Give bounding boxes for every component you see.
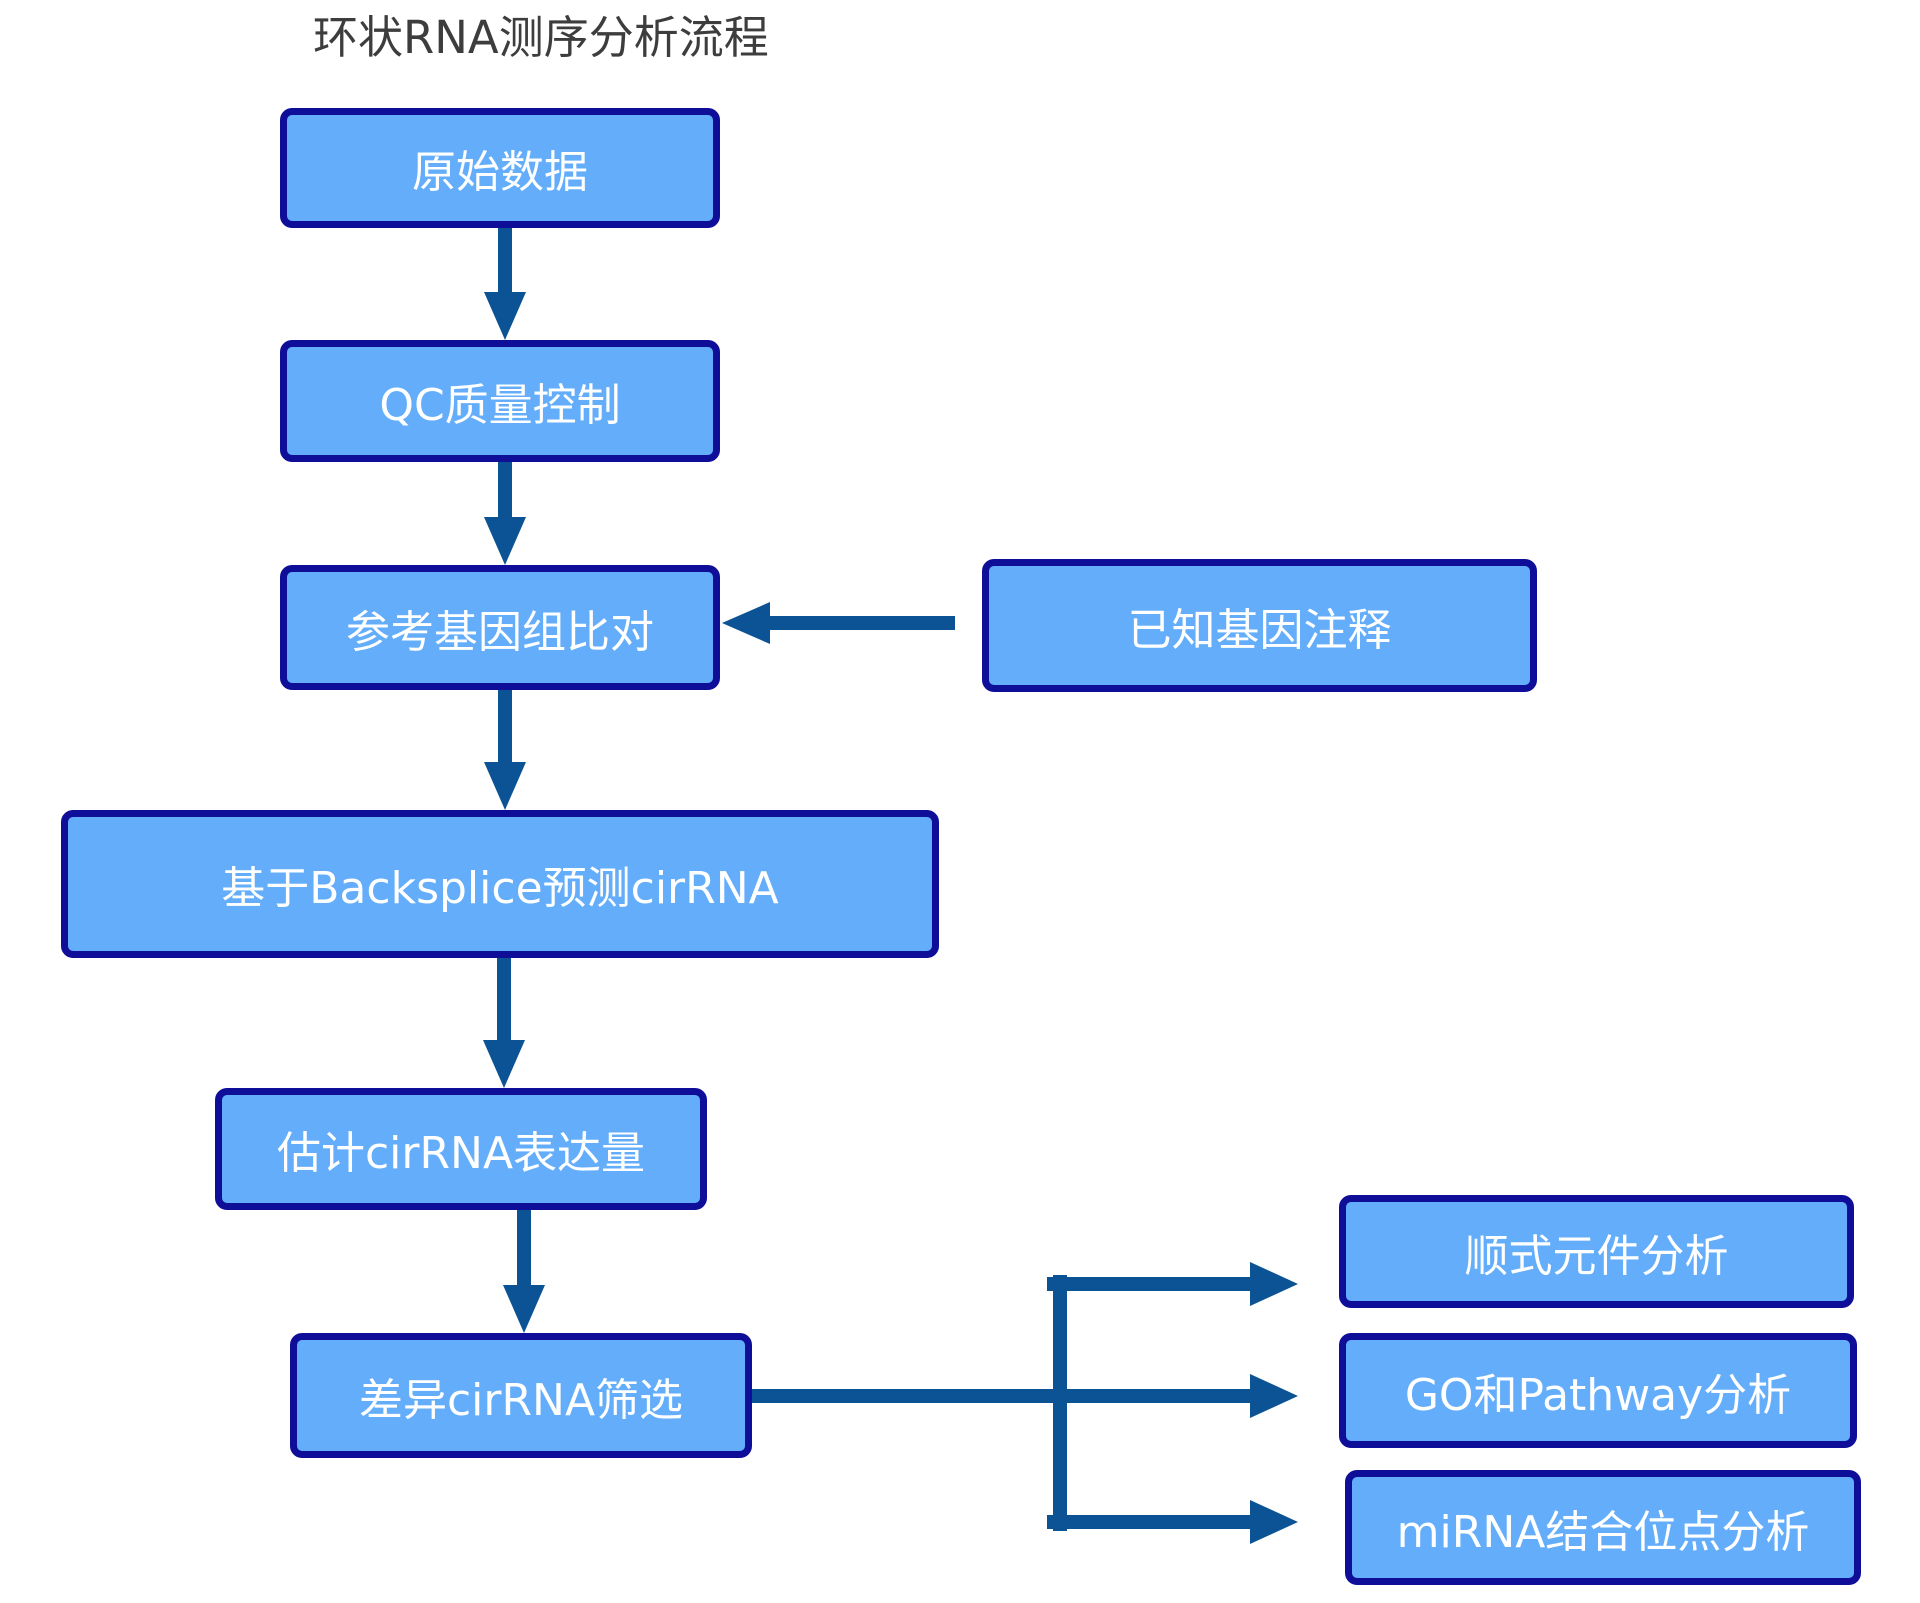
node-known-gene-annotation: 已知基因注释 [982,559,1537,692]
node-cis-element-analysis: 顺式元件分析 [1339,1195,1854,1308]
arrow-alignment-to-backsplice [484,683,526,810]
arrow-head-right-icon [1250,1262,1298,1306]
node-expression-estimation: 估计cirRNA表达量 [215,1088,707,1210]
node-expression-estimation-label: 估计cirRNA表达量 [276,1128,646,1179]
arrow-qc-to-alignment [484,455,526,565]
node-reference-alignment: 参考基因组比对 [280,565,720,690]
arrow-head-left-icon [722,602,770,644]
arrow-head-down-icon [503,1285,545,1333]
arrow-head-down-icon [483,1040,525,1088]
arrow-differential-to-go-pathway [745,1374,1298,1418]
arrow-head-down-icon [484,292,526,340]
arrow-differential-to-mirna-binding [1047,1500,1298,1544]
node-known-gene-annotation-label: 已知基因注释 [1127,604,1392,656]
node-backsplice-prediction: 基于Backsplice预测cirRNA [61,810,939,958]
arrow-raw-to-qc [484,221,526,340]
arrow-head-down-icon [484,517,526,565]
diagram-title: 环状RNA测序分析流程 [313,11,769,64]
node-qc-label: QC质量控制 [379,380,621,431]
arrow-head-right-icon [1250,1374,1298,1418]
arrow-head-down-icon [484,762,526,810]
node-raw-data-label: 原始数据 [412,147,588,198]
node-cis-element-analysis-label: 顺式元件分析 [1464,1230,1729,1282]
arrow-annotation-to-alignment [722,602,955,644]
node-differential-screening: 差异cirRNA筛选 [290,1333,752,1458]
node-reference-alignment-label: 参考基因组比对 [346,606,654,658]
arrow-backsplice-to-expression [483,951,525,1088]
arrow-differential-to-cis-element [1047,1262,1298,1306]
node-go-pathway-analysis: GO和Pathway分析 [1339,1333,1857,1448]
node-mirna-binding-analysis: miRNA结合位点分析 [1345,1470,1861,1585]
node-mirna-binding-analysis-label: miRNA结合位点分析 [1396,1506,1810,1558]
arrow-head-right-icon [1250,1500,1298,1544]
node-differential-screening-label: 差异cirRNA筛选 [358,1374,684,1426]
node-raw-data: 原始数据 [280,108,720,228]
node-go-pathway-analysis-label: GO和Pathway分析 [1404,1369,1792,1421]
node-qc: QC质量控制 [280,340,720,462]
arrow-expression-to-differential [503,1203,545,1333]
node-backsplice-prediction-label: 基于Backsplice预测cirRNA [221,863,779,914]
